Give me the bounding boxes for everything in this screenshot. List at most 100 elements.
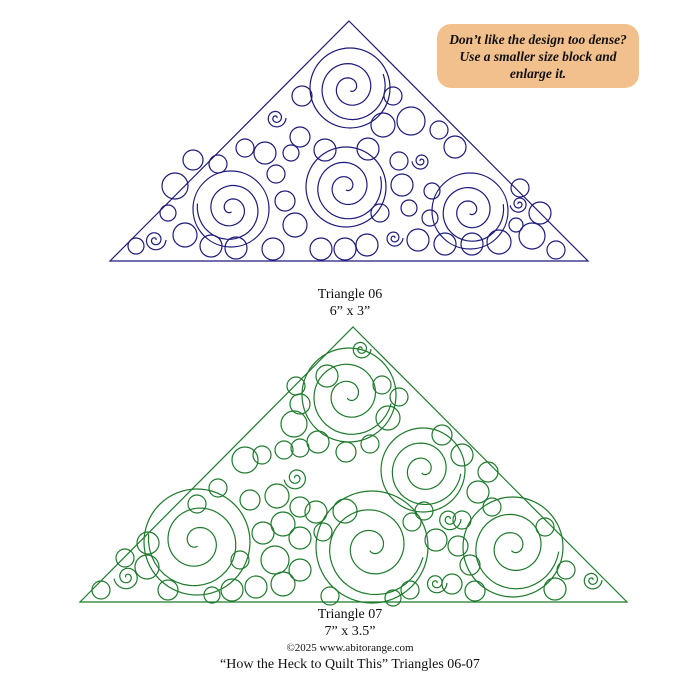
- pebble-circle: [400, 199, 418, 217]
- pebble-circle: [115, 548, 135, 568]
- pebble-circle: [199, 234, 223, 258]
- pebble-circle: [406, 228, 430, 252]
- tip-callout: Don’t like the design too dense? Use a s…: [437, 24, 639, 88]
- pebble-circle: [230, 550, 250, 570]
- small-spiral-motif: [113, 567, 138, 590]
- pebble-circle: [528, 201, 552, 225]
- pebble-circle: [370, 203, 390, 223]
- pebble-circle: [274, 440, 294, 460]
- pebble-circle: [289, 126, 311, 148]
- pebble-circle: [535, 517, 555, 537]
- tip-line-1: Don’t like the design too dense?: [449, 31, 627, 47]
- copyright-text: ©2025 www.abitorange.com: [286, 642, 414, 654]
- pebble-circle: [266, 164, 286, 184]
- pebble-circle: [261, 237, 285, 261]
- triangle-07-size: 7” x 3.5”: [324, 624, 376, 639]
- pebble-circle: [280, 410, 308, 438]
- pebble-circle: [384, 589, 402, 607]
- pebble-circle: [231, 446, 259, 474]
- pebble-circle: [464, 580, 486, 602]
- pebble-circle: [447, 535, 469, 557]
- pebble-circle: [543, 577, 567, 601]
- pebble-circle: [443, 135, 467, 159]
- pebble-circle: [270, 571, 296, 597]
- pebble-circle: [264, 483, 290, 509]
- pebble-circle: [441, 573, 463, 595]
- spiral-motif: [313, 363, 392, 435]
- triangle-outline: [108, 20, 590, 262]
- pebble-circle: [482, 497, 502, 517]
- pebble-circle: [282, 144, 300, 162]
- pebble-circle: [360, 434, 380, 454]
- pebble-circle: [288, 526, 312, 550]
- tip-line-3: enlarge it.: [509, 65, 567, 81]
- pebble-circle: [187, 494, 207, 514]
- pebble-circle: [423, 182, 441, 200]
- pebble-circle: [431, 424, 453, 446]
- pebble-circle: [400, 580, 420, 600]
- pebble-circle: [546, 240, 566, 260]
- pebble-circle: [313, 138, 337, 162]
- pebble-circle: [274, 190, 296, 212]
- pebble-circle: [291, 85, 313, 107]
- spiral-motif: [391, 442, 462, 506]
- pebble-circle: [127, 237, 145, 255]
- pebble-circle: [320, 586, 340, 606]
- pebble-circle: [157, 579, 179, 601]
- pebble-circle: [313, 522, 333, 542]
- pebble-circle: [251, 521, 275, 545]
- pebble-circle: [518, 222, 546, 250]
- pebble-circle: [224, 236, 248, 260]
- pebble-circle: [372, 375, 392, 395]
- small-spiral-motif: [583, 572, 603, 590]
- pebble-circle: [235, 138, 255, 158]
- pebble-circle: [335, 441, 357, 463]
- pebble-circle: [332, 498, 358, 524]
- pebble-circle: [414, 501, 434, 521]
- pebble-circle: [161, 172, 189, 200]
- small-spiral-motif: [411, 154, 429, 170]
- spiral-motif: [475, 513, 560, 590]
- pebble-circle: [460, 232, 484, 256]
- pebble-circle: [510, 178, 530, 198]
- pebble-circle: [429, 120, 449, 140]
- pebble-circle: [134, 554, 160, 580]
- pebble-circle: [203, 586, 221, 604]
- pebble-circle: [309, 237, 333, 261]
- pebble-circle: [390, 173, 414, 197]
- pebble-circle: [452, 510, 472, 530]
- spiral-circle: [315, 490, 429, 604]
- triangle-07-name: Triangle 07: [317, 607, 383, 622]
- pebble-circle: [208, 478, 228, 498]
- spiral-circle: [305, 146, 387, 228]
- small-spiral-motif: [509, 197, 527, 213]
- triangle-06-design: [108, 20, 590, 262]
- pebble-circle: [477, 461, 499, 483]
- spiral-circle: [143, 488, 251, 596]
- pebble-circle: [450, 443, 474, 467]
- pebble-circle: [220, 578, 244, 602]
- small-spiral-motif: [386, 231, 404, 247]
- pebble-circle: [239, 489, 261, 511]
- pebble-circle: [375, 405, 401, 431]
- spiral-circle: [431, 172, 509, 250]
- pebble-circle: [402, 512, 422, 532]
- pebble-circle: [556, 560, 576, 580]
- spiral-motif: [317, 161, 382, 220]
- pebble-circle: [383, 86, 403, 106]
- spiral-circle: [192, 170, 270, 248]
- spiral-motif: [147, 507, 237, 587]
- pebble-circle: [466, 480, 490, 504]
- pebble-circle: [370, 112, 396, 138]
- pebble-circle: [333, 237, 357, 261]
- pebble-circle: [270, 511, 296, 537]
- pebble-circle: [288, 558, 312, 582]
- spiral-motif: [196, 184, 259, 240]
- pebble-circle: [289, 496, 311, 518]
- pebble-circle: [433, 232, 457, 256]
- triangle-06-size: 6” x 3”: [329, 304, 371, 319]
- pebble-circle: [486, 229, 512, 255]
- pebble-circle: [282, 212, 308, 238]
- triangle-outline: [78, 326, 629, 603]
